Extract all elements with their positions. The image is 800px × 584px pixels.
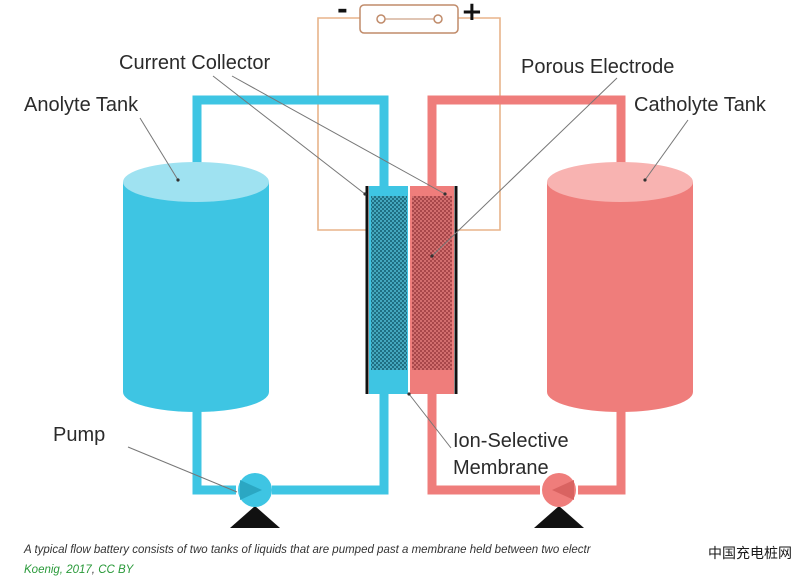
positive-terminal: + <box>461 0 483 27</box>
catholyte-tank <box>547 162 693 412</box>
anolyte-tank <box>123 162 269 412</box>
catholyte-pipes <box>427 95 626 495</box>
label-anolyte-tank: Anolyte Tank <box>24 94 139 116</box>
figure-caption: A typical flow battery consists of two t… <box>24 544 591 556</box>
label-current-collector: Current Collector <box>119 52 271 74</box>
catholyte-pump <box>534 473 584 528</box>
label-ion-selective: Ion-Selective <box>453 430 569 452</box>
site-watermark: 中国充电桩网 <box>706 543 794 563</box>
credit-license-link[interactable]: CC BY <box>98 564 134 576</box>
credit-author-link[interactable]: Koenig, 2017 <box>24 564 92 576</box>
anode-porous-electrode <box>371 196 407 370</box>
cathode-porous-electrode <box>412 196 452 370</box>
anolyte-pipes <box>192 95 389 495</box>
label-catholyte-tank: Catholyte Tank <box>634 94 767 116</box>
label-pump: Pump <box>53 424 105 446</box>
label-porous-electrode: Porous Electrode <box>521 56 674 78</box>
cell-stack <box>365 186 458 394</box>
credit-separator: , <box>91 564 95 576</box>
load-resistor <box>359 4 459 34</box>
negative-terminal: - <box>337 0 348 25</box>
anolyte-pump <box>230 473 280 528</box>
figure-credit: Koenig, 2017, CC BY <box>24 562 133 578</box>
flow-battery-diagram: - + <box>24 0 767 528</box>
leader-dots <box>176 178 647 396</box>
label-leader-lines <box>127 75 689 493</box>
label-membrane: Membrane <box>453 457 549 479</box>
